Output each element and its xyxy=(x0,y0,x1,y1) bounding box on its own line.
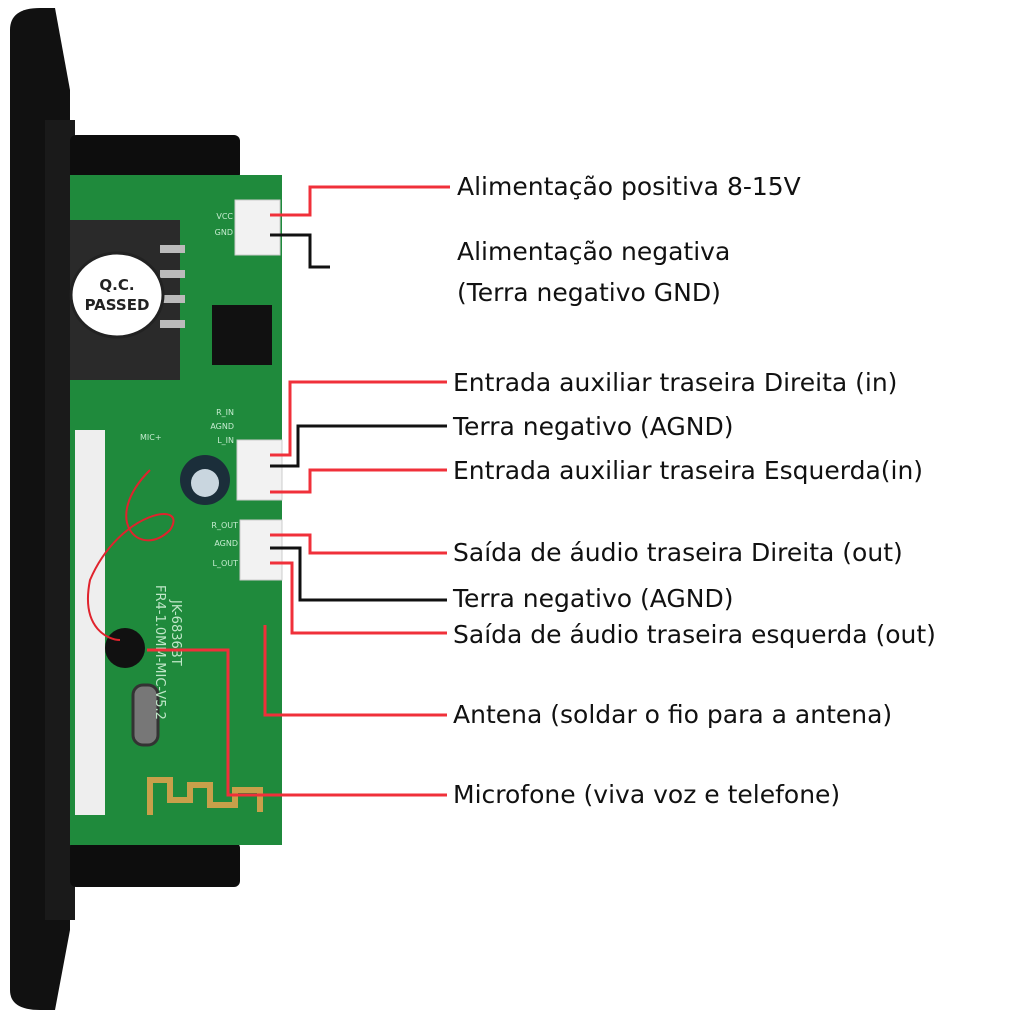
leader-gnd xyxy=(270,233,330,269)
board-revision: FR4-1.0MM-MIC-V5.2 xyxy=(152,585,167,720)
mic-wire xyxy=(87,469,175,641)
power-connector xyxy=(234,199,281,256)
leader-mic xyxy=(147,648,447,797)
sticker-line-2: PASSED xyxy=(85,296,150,314)
silk-l-out: L_OUT xyxy=(213,559,239,568)
board-model: JK-6836BT xyxy=(168,599,183,666)
silk-r-in: R_IN xyxy=(216,408,234,417)
leader-r-out xyxy=(270,533,447,555)
label-power-positive: Alimentação positiva 8-15V xyxy=(457,172,801,201)
qc-sticker xyxy=(69,251,165,339)
leader-agnd-out xyxy=(270,546,447,602)
aux-in-connector xyxy=(236,439,283,501)
bottom-mount xyxy=(70,842,240,887)
silk-gnd: GND xyxy=(215,228,233,237)
top-mount xyxy=(70,135,240,180)
label-power-negative: Alimentação negativa xyxy=(457,237,731,266)
label-microphone: Microfone (viva voz e telefone) xyxy=(453,780,841,809)
leader-vcc xyxy=(270,185,450,217)
regulator-chip xyxy=(212,305,272,365)
silk-mic-plus: MIC+ xyxy=(140,433,162,442)
label-audio-out-right: Saída de áudio traseira Direita (out) xyxy=(453,538,903,567)
leader-r-in xyxy=(270,380,447,457)
silk-agnd-out: AGND xyxy=(214,539,238,548)
label-agnd-out: Terra negativo (AGND) xyxy=(453,584,734,613)
label-aux-in-left: Entrada auxiliar traseira Esquerda(in) xyxy=(453,456,924,485)
microphone xyxy=(105,628,145,668)
silk-r-out: R_OUT xyxy=(211,521,238,530)
label-antenna: Antena (soldar o fio para a antena) xyxy=(453,700,893,729)
silk-vcc: VCC xyxy=(216,212,233,221)
label-aux-in-right: Entrada auxiliar traseira Direita (in) xyxy=(453,368,898,397)
leader-lines xyxy=(147,185,450,797)
leader-antenna xyxy=(263,625,447,717)
button-strip xyxy=(75,430,105,815)
label-power-negative-sub: (Terra negativo GND) xyxy=(457,278,721,307)
leader-l-in xyxy=(270,468,447,494)
label-audio-out-left: Saída de áudio traseira esquerda (out) xyxy=(453,620,936,649)
audio-out-connector xyxy=(239,519,283,581)
sticker-line-1: Q.C. xyxy=(99,276,134,294)
pcb-antenna xyxy=(147,777,263,815)
silk-l-in: L_IN xyxy=(217,436,234,445)
leader-l-out xyxy=(270,561,447,635)
label-agnd-in: Terra negativo (AGND) xyxy=(453,412,734,441)
leader-agnd-in xyxy=(270,424,447,468)
crystal xyxy=(131,683,160,747)
silk-agnd-in: AGND xyxy=(210,422,234,431)
